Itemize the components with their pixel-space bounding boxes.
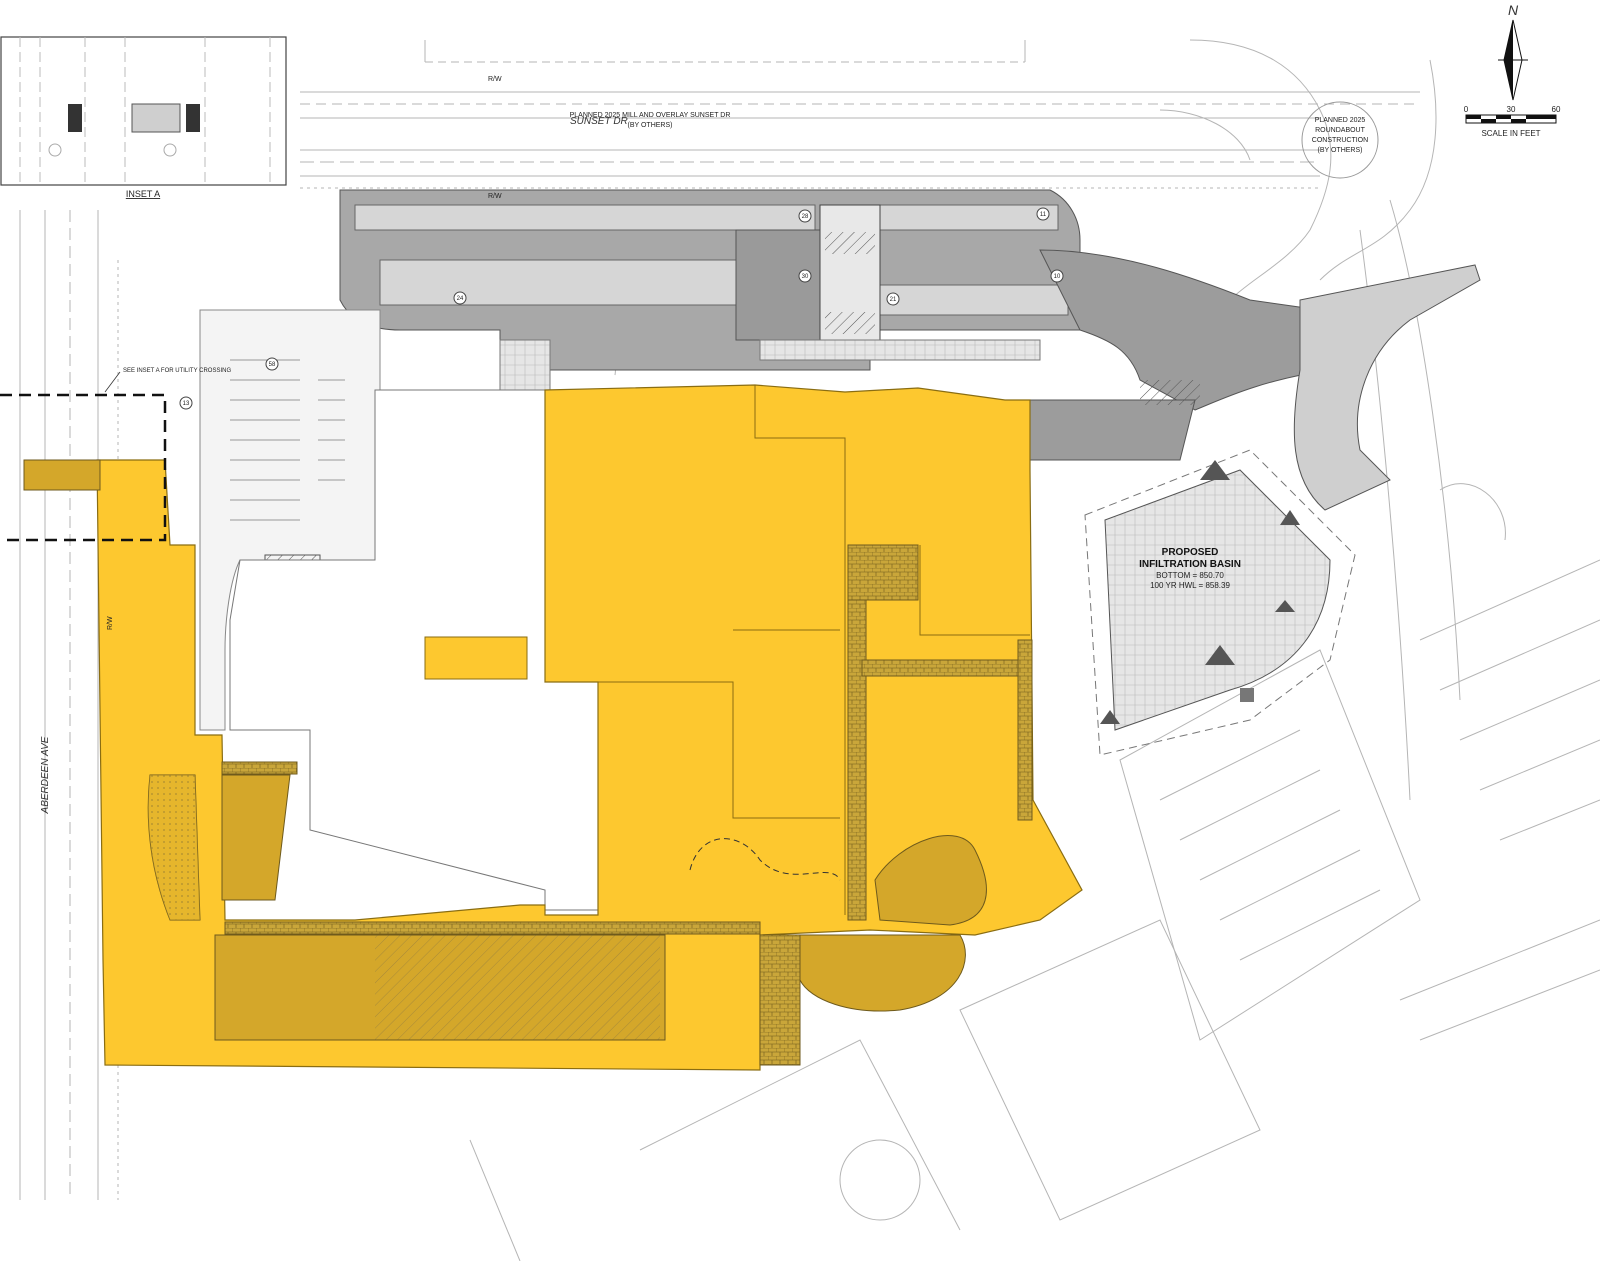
inset-note: SEE INSET A FOR UTILITY CROSSING <box>123 368 231 374</box>
basin-title-line1: PROPOSED <box>1162 547 1219 558</box>
road-label-north: SUNSET DR <box>570 116 628 127</box>
scale-tick: 60 <box>1552 105 1561 114</box>
stall-count: 30 <box>802 274 809 280</box>
basin-hwl: 100 YR HWL = 858.39 <box>1150 581 1230 590</box>
north-label: N <box>1508 2 1519 18</box>
stall-count: 11 <box>1040 212 1047 218</box>
map-labels: SUNSET DR PLANNED 2025 MILL AND OVERLAY … <box>40 76 1379 814</box>
infiltration-basin <box>1084 264 1481 756</box>
utility-line <box>0 393 167 542</box>
basin-bottom: BOTTOM = 850.70 <box>1156 571 1224 580</box>
rw-label-north-2: R/W <box>488 193 502 200</box>
scale-tick: 30 <box>1507 105 1516 114</box>
roundabout-line1: PLANNED 2025 <box>1315 117 1366 124</box>
stall-callouts: 28 30 11 10 24 21 58 13 <box>179 207 1064 410</box>
basin-title-line2: INFILTRATION BASIN <box>1139 559 1241 570</box>
stall-count: 13 <box>183 401 190 407</box>
mill-overlay-line2: (BY OTHERS) <box>628 122 673 129</box>
roundabout-line3: CONSTRUCTION <box>1312 137 1368 144</box>
stall-count: 28 <box>802 214 809 220</box>
inset-title: INSET A <box>126 189 160 199</box>
rw-label-north: R/W <box>488 76 502 83</box>
scale-bar: 0 30 60 SCALE IN FEET <box>1464 105 1561 138</box>
inset-a: INSET A <box>0 36 287 199</box>
north-arrow: N <box>1498 2 1528 101</box>
stall-count: 24 <box>457 296 464 302</box>
stall-count: 58 <box>269 362 276 368</box>
inset-leader <box>104 371 121 393</box>
road-label-west: ABERDEEN AVE <box>40 736 51 814</box>
roundabout-line2: ROUNDABOUT <box>1315 127 1366 134</box>
project-area <box>23 384 1083 1071</box>
stall-count: 21 <box>890 297 897 303</box>
north-arrow-icon <box>1498 19 1528 101</box>
mill-overlay-line1: PLANNED 2025 MILL AND OVERLAY SUNSET DR <box>570 112 731 119</box>
north-parking-lot <box>314 189 1331 461</box>
roundabout-line4: (BY OTHERS) <box>1318 147 1363 154</box>
stall-count: 10 <box>1054 274 1061 280</box>
scale-tick: 0 <box>1464 105 1469 114</box>
scale-caption: SCALE IN FEET <box>1481 129 1540 138</box>
roundabout-circle <box>1301 101 1379 179</box>
rw-label-west: R/W <box>107 616 114 630</box>
